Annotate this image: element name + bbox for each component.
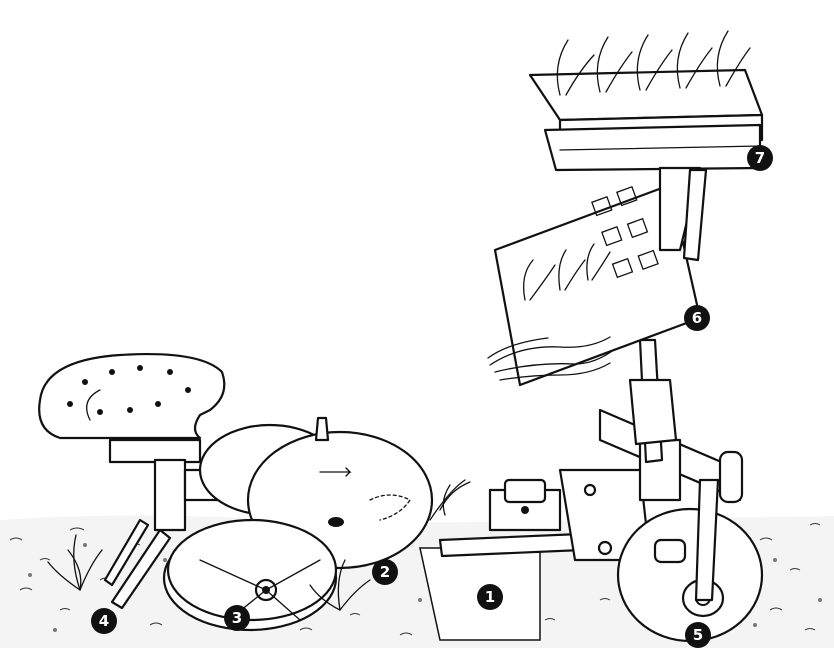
small-wheel — [164, 520, 336, 630]
callout-marker-6: 6 — [684, 305, 710, 331]
callout-label-4: 4 — [99, 612, 109, 630]
callout-marker-3: 3 — [224, 605, 250, 631]
callout-label-3: 3 — [232, 609, 242, 627]
callout-label-5: 5 — [693, 626, 703, 644]
callout-marker-1: 1 — [477, 584, 503, 610]
seat — [39, 354, 224, 462]
callout-label-6: 6 — [692, 309, 702, 327]
callout-marker-4: 4 — [91, 608, 117, 634]
callout-marker-7: 7 — [747, 145, 773, 171]
main-frame — [440, 470, 650, 560]
callout-marker-5: 5 — [685, 622, 711, 648]
callout-marker-2: 2 — [372, 559, 398, 585]
callout-label-1: 1 — [485, 588, 495, 606]
callout-label-2: 2 — [380, 563, 390, 581]
callout-label-7: 7 — [755, 149, 765, 167]
